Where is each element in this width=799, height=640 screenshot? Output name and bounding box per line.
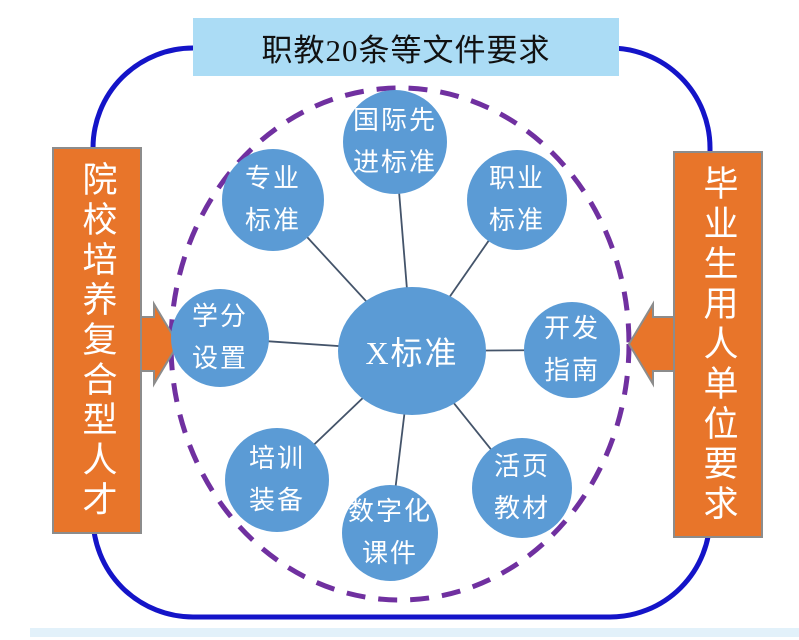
right-requirement-label: 毕业生用人单位要求 [698, 164, 738, 525]
node-label-line: 职业 [488, 164, 545, 193]
node-label-line: 标准 [488, 206, 545, 235]
node-development-guide: 开发 指南 [524, 302, 620, 398]
node-label-line: 开发 [543, 314, 600, 343]
right-arrow [627, 300, 678, 388]
node-label-line: 教材 [493, 494, 550, 523]
node-label-line: 装备 [248, 486, 305, 515]
node-training-equipment: 培训 装备 [225, 428, 329, 532]
title-banner-label: 职教20条等文件要求 [261, 32, 551, 68]
right-requirement-bar: 毕业生用人单位要求 [673, 151, 763, 538]
node-credit-settings: 学分 设置 [171, 289, 269, 387]
node-major-standards: 专业 标准 [222, 149, 324, 251]
node-label-line: 国际先 [352, 106, 437, 135]
node-loose-leaf-textbooks: 活页 教材 [472, 438, 572, 538]
node-label-line: 设置 [191, 344, 248, 373]
node-label-line: 数字化 [347, 497, 432, 526]
node-occupational-standards: 职业 标准 [467, 150, 567, 250]
title-banner: 职教20条等文件要求 [193, 18, 619, 76]
node-international-advanced-standards: 国际先 进标准 [343, 90, 447, 194]
bottom-strip [30, 628, 799, 637]
node-digital-courseware: 数字化 课件 [342, 485, 438, 581]
left-requirement-bar: 院校培养复合型人才 [52, 147, 142, 534]
node-label-line: 标准 [244, 206, 301, 235]
node-label-line: 进标准 [352, 148, 437, 177]
node-label-line: 课件 [361, 539, 418, 568]
node-label-line: 指南 [543, 356, 600, 385]
node-label-line: 学分 [191, 302, 248, 331]
node-label-line: 活页 [493, 452, 550, 481]
hub-node-x-standard: X标准 [338, 287, 486, 415]
node-label-line: 专业 [244, 164, 301, 193]
hub-node-label: X标准 [365, 335, 459, 371]
left-requirement-label: 院校培养复合型人才 [77, 160, 117, 521]
node-label-line: 培训 [248, 444, 305, 473]
